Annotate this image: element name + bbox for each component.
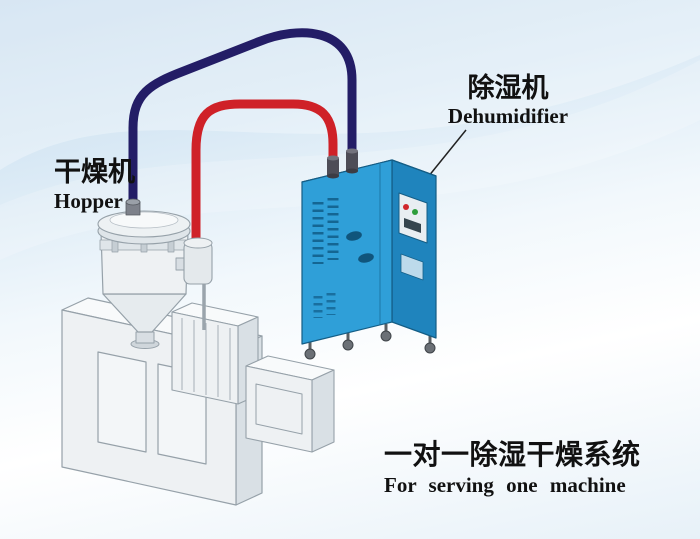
hopper-label-en: Hopper [54,189,123,214]
panel-display [404,218,421,233]
dehumidifier-unit [301,148,437,360]
blower-motor [175,237,213,330]
cabinet-front-face [301,159,393,345]
dehumidifier-label: 除湿机 Dehumidifier [441,74,575,128]
caster-wheel [304,348,316,360]
cabinet-oval-vent [358,253,374,263]
panel-green-button [412,209,418,215]
dehumidifier-label-cn: 除湿机 [467,73,549,103]
dehumidifier-leader-line [427,129,467,178]
pipe-fitting [125,198,141,216]
caster-wheel [380,330,392,342]
pipes [128,28,357,251]
dehumidifier-label-en: Dehumidifier [447,104,569,129]
cabinet-oval-vent [346,231,362,241]
pipe-navy [128,28,357,241]
panel-red-button [403,204,409,210]
cabinet-pipe-stubs [327,148,358,179]
hopper-dryer [97,198,213,349]
pipe-red [191,99,338,251]
cabinet-casters [304,324,436,360]
hopper-label: 干燥机 Hopper [54,158,135,213]
die-head-panel [255,383,303,435]
system-title-cn: 一对一除湿干燥系统 [384,439,641,470]
hopper-neck [135,331,155,344]
gearbox [171,302,259,405]
extruder-door [97,351,147,453]
die-head [245,355,335,453]
system-title-en: For serving one machine [384,473,626,498]
hopper-lid-dome [109,211,179,229]
cabinet-side-face [391,159,437,339]
cabinet-vent-louvers [312,198,339,264]
caster-wheel [342,339,354,351]
extruder-machine [61,297,335,506]
caster-wheel [424,342,436,354]
hopper-label-cn: 干燥机 [54,157,135,187]
gearbox-fins [181,318,231,400]
system-title: 一对一除湿干燥系统 For serving one machine [384,440,646,497]
cabinet-outlet-box [400,253,424,281]
